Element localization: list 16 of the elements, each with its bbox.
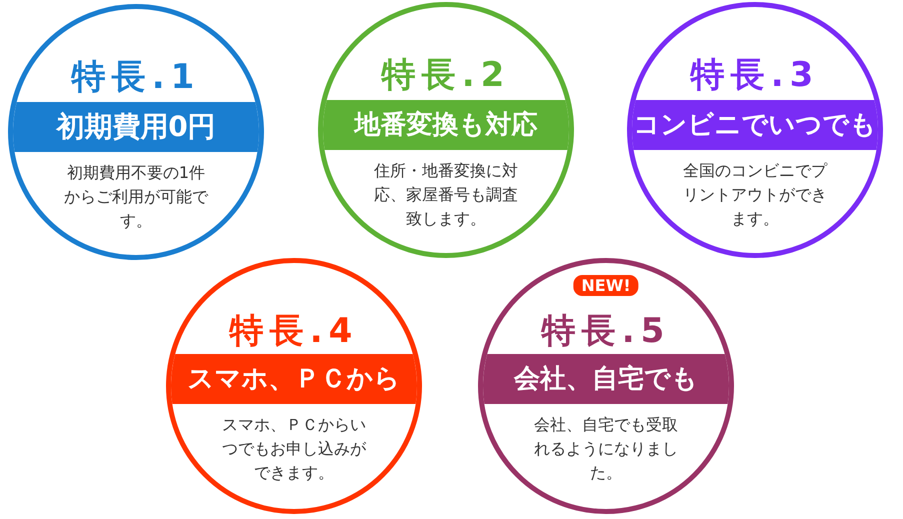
feature-heading: 特長.1 — [70, 56, 202, 99]
feature-heading: 特長.5 — [540, 310, 672, 353]
new-badge: NEW! — [573, 275, 639, 296]
feature-banner: 地番変換も対応 — [323, 100, 569, 150]
feature-description: 初期費用不要の1件からご利用が可能です。 — [63, 162, 209, 232]
feature-description: 会社、自宅でも受取れるようになりました。 — [533, 414, 679, 484]
feature-description: 住所・地番変換に対応、家屋番号も調査致します。 — [373, 160, 519, 230]
feature-banner: コンビニでいつでも — [632, 100, 878, 150]
feature-heading: 特長.3 — [689, 54, 820, 97]
feature-heading: 特長.2 — [380, 54, 512, 97]
feature-description: スマホ、ＰＣからいつでもお申し込みができます。 — [221, 414, 367, 484]
feature-banner: スマホ、ＰＣから — [171, 354, 417, 404]
feature-description: 全国のコンビニでプリントアウトができます。 — [682, 160, 828, 230]
feature-banner: 会社、自宅でも — [483, 354, 729, 404]
feature-banner: 初期費用0円 — [13, 102, 259, 152]
feature-heading: 特長.4 — [228, 310, 360, 353]
